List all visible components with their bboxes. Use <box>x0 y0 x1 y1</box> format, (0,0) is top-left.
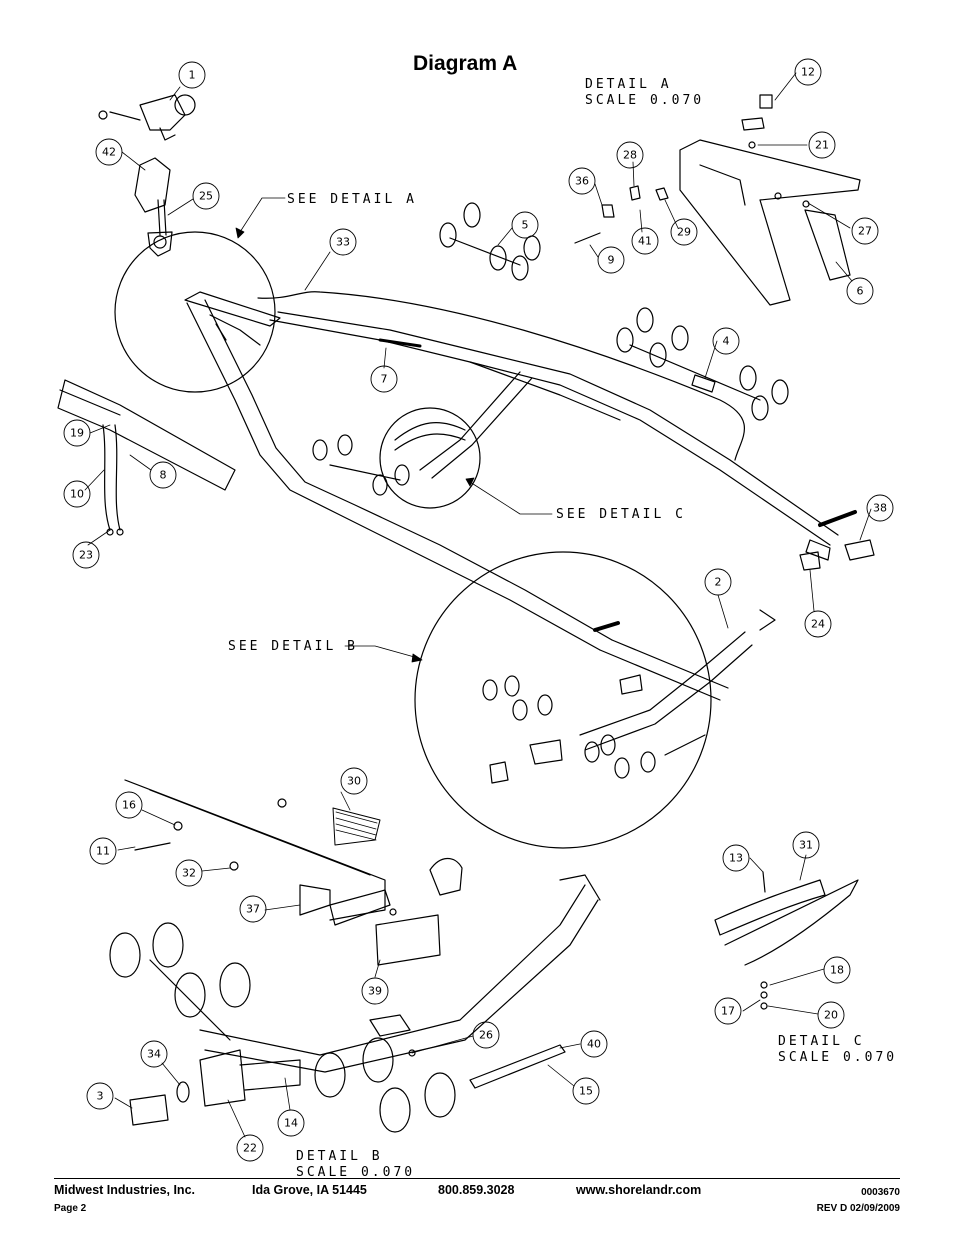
footer-divider <box>54 1178 900 1179</box>
leader-lines <box>84 72 872 1138</box>
tongue-jack-part-8 <box>57 379 236 536</box>
callout-21: 21 <box>815 139 829 152</box>
callout-10: 10 <box>70 488 84 501</box>
detail-c-circle <box>379 407 481 509</box>
winch-part <box>98 94 196 141</box>
detail-a-scale: SCALE 0.070 <box>585 93 704 108</box>
callout-14: 14 <box>284 1117 298 1130</box>
diagram-title: Diagram A <box>413 52 518 75</box>
callout-34: 34 <box>147 1048 161 1061</box>
callout-11: 11 <box>96 845 110 858</box>
callout-29: 29 <box>677 226 691 239</box>
see-detail-c-label: SEE DETAIL C <box>556 507 686 522</box>
callout-36: 36 <box>575 175 589 188</box>
detail-b-circle <box>414 551 712 849</box>
footer-doc-number: 0003670 <box>861 1187 900 1198</box>
callout-7: 7 <box>381 373 388 386</box>
callout-5: 5 <box>522 219 529 232</box>
see-detail-a-label: SEE DETAIL A <box>287 192 417 207</box>
callout-4: 4 <box>723 335 730 348</box>
footer-revision: REV D 02/09/2009 <box>816 1203 900 1214</box>
detail-c-enlarged <box>714 871 859 1010</box>
callout-30: 30 <box>347 775 361 788</box>
callout-16: 16 <box>122 799 136 812</box>
callout-2: 2 <box>715 576 722 589</box>
footer-website: www.shorelandr.com <box>576 1183 702 1197</box>
callout-32: 32 <box>182 867 196 880</box>
footer-address: Ida Grove, IA 51445 <box>252 1183 367 1197</box>
detail-b-label: DETAIL B <box>296 1149 383 1164</box>
trailer-frame <box>184 291 839 751</box>
detail-c-scale: SCALE 0.070 <box>778 1050 897 1065</box>
callout-17: 17 <box>721 1005 735 1018</box>
footer-phone: 800.859.3028 <box>438 1183 515 1197</box>
callout-42: 42 <box>102 146 116 159</box>
footer-company: Midwest Industries, Inc. <box>54 1183 195 1197</box>
detail-c-items <box>312 422 466 496</box>
end-caps-24-38 <box>799 510 875 571</box>
callout-15: 15 <box>579 1085 593 1098</box>
callout-9: 9 <box>608 254 615 267</box>
see-detail-arrows <box>235 197 553 663</box>
callout-38: 38 <box>873 502 887 515</box>
roller-assembly-4 <box>616 307 789 421</box>
callout-39: 39 <box>368 985 382 998</box>
callout-37: 37 <box>246 903 260 916</box>
callout-41: 41 <box>638 235 652 248</box>
roller-assembly-5 <box>439 202 541 281</box>
callout-24: 24 <box>811 618 825 631</box>
callout-23: 23 <box>79 549 93 562</box>
callout-27: 27 <box>858 225 872 238</box>
callout-circles <box>63 58 894 1162</box>
callout-19: 19 <box>70 427 84 440</box>
callout-40: 40 <box>587 1038 601 1051</box>
callout-18: 18 <box>830 964 844 977</box>
callout-12: 12 <box>801 66 815 79</box>
footer-page: Page 2 <box>54 1203 87 1214</box>
callout-31: 31 <box>799 839 813 852</box>
callout-1: 1 <box>189 69 196 82</box>
callout-25: 25 <box>199 190 213 203</box>
bow-stop-part <box>147 231 173 257</box>
callout-28: 28 <box>623 149 637 162</box>
detail-c-label: DETAIL C <box>778 1034 865 1049</box>
detail-b-scale: SCALE 0.070 <box>296 1165 415 1180</box>
see-detail-b-label: SEE DETAIL B <box>228 639 358 654</box>
detail-b-contents <box>482 609 776 784</box>
callout-33: 33 <box>336 236 350 249</box>
callout-13: 13 <box>729 852 743 865</box>
detail-b-large-assembly <box>109 779 601 1133</box>
callout-8: 8 <box>160 469 167 482</box>
winch-stand-part <box>134 157 171 236</box>
callout-6: 6 <box>857 285 864 298</box>
detail-a-label: DETAIL A <box>585 77 672 92</box>
callout-20: 20 <box>824 1009 838 1022</box>
callout-numbers: 1 42 25 33 5 36 28 41 29 9 12 21 27 6 4 … <box>70 66 887 1155</box>
callout-26: 26 <box>479 1029 493 1042</box>
detail-a-circle <box>114 231 276 393</box>
callout-22: 22 <box>243 1142 257 1155</box>
detail-a-bracket <box>574 94 861 306</box>
callout-3: 3 <box>97 1090 104 1103</box>
